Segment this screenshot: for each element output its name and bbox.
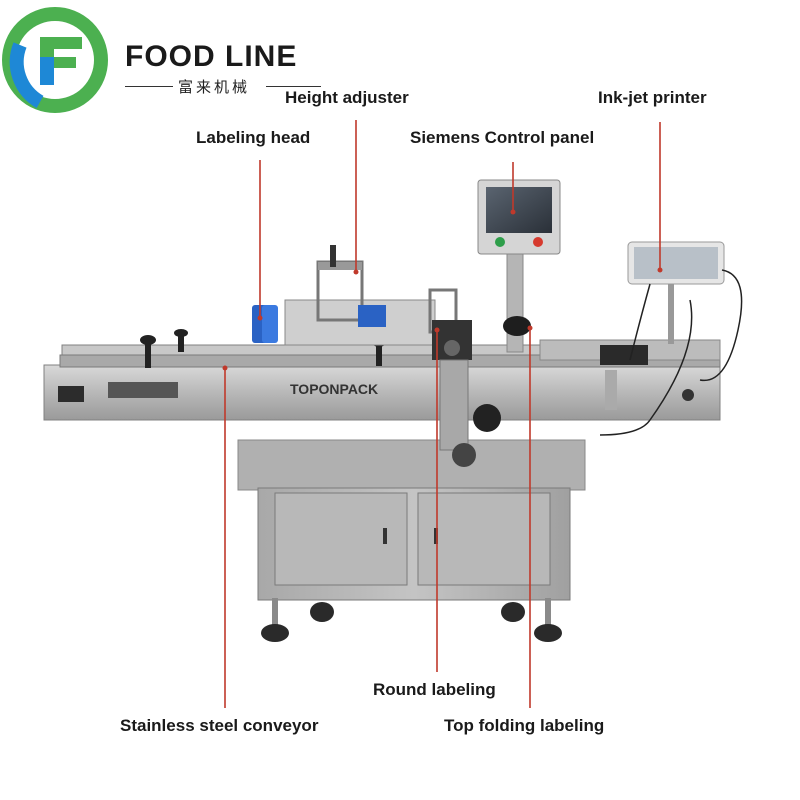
front-panel-text: TOPONPACK — [290, 381, 378, 397]
brand-line-left — [125, 86, 173, 87]
label-round-labeling: Round labeling — [373, 680, 496, 699]
callout-lines — [224, 120, 661, 708]
label-height-adjuster: Height adjuster — [285, 88, 409, 107]
labeling-head-assembly — [252, 245, 501, 467]
brand-name: FOOD LINE — [125, 40, 298, 73]
callout-dots — [222, 209, 663, 371]
label-control-panel: Siemens Control panel — [410, 128, 595, 147]
label-top-folding: Top folding labeling — [444, 716, 605, 735]
brand-line-right — [266, 86, 321, 87]
label-inkjet-printer: Ink-jet printer — [598, 88, 707, 107]
food-line-logo — [2, 7, 108, 113]
machine-feet — [261, 598, 562, 642]
brand-subtitle: 富来机械 — [178, 78, 251, 96]
top-folding-unit — [503, 316, 721, 410]
label-conveyor: Stainless steel conveyor — [120, 716, 319, 735]
inkjet-printer — [599, 241, 743, 436]
cabinet — [237, 439, 586, 601]
label-labeling-head: Labeling head — [196, 128, 311, 147]
